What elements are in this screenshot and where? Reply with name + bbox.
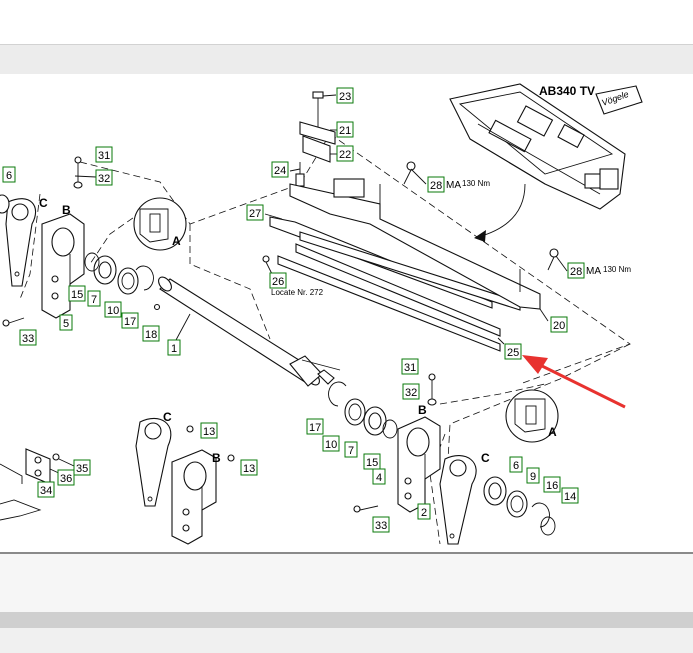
main-shaft (158, 276, 335, 387)
callout-7-left: 7 (91, 294, 97, 306)
callout-7-right: 7 (348, 445, 354, 457)
callout-28-upper: 28 (430, 180, 442, 192)
svg-text:B: B (212, 451, 221, 465)
dashed-guide-lines (19, 133, 631, 545)
callout-17-right: 17 (309, 422, 321, 434)
callout-6-right: 6 (513, 460, 519, 472)
bolt-28-lower (547, 248, 559, 271)
callout-36: 36 (60, 473, 72, 485)
callout-27: 27 (249, 208, 261, 220)
callout-31-left: 31 (98, 150, 110, 162)
far-right-bearing-group (483, 476, 556, 536)
callout-17-left: 17 (124, 316, 136, 328)
detail-a-top (133, 197, 187, 251)
svg-text:A: A (172, 234, 181, 248)
lower-left-arm (135, 417, 172, 507)
callout-numbers: 23 21 22 24 28 27 28 26 20 25 31 32 6 15… (6, 91, 582, 532)
detail-a-right (505, 389, 559, 443)
callout-15-right: 15 (366, 457, 378, 469)
svg-text:MA: MA (446, 180, 461, 191)
callout-1: 1 (171, 343, 177, 355)
callout-4: 4 (376, 472, 382, 484)
callout-33-left: 33 (22, 333, 34, 345)
svg-text:C: C (481, 451, 490, 465)
callout-6-left: 6 (6, 170, 12, 182)
callout-31-right: 31 (404, 362, 416, 374)
torque-annotation-lower: MA 130 Nm (586, 265, 631, 277)
diagram-viewer: AB340 TV Vögele (0, 74, 693, 554)
left-housing (41, 213, 85, 319)
bolt-33-left (2, 317, 25, 327)
callout-26: 26 (272, 276, 284, 288)
callout-22: 22 (339, 149, 351, 161)
left-bearing-group (84, 252, 161, 311)
callout-18: 18 (145, 329, 157, 341)
callout-5: 5 (63, 318, 69, 330)
detail-letters: C B A C B B A C (39, 196, 557, 465)
callout-35: 35 (76, 463, 88, 475)
callout-13-upper: 13 (203, 426, 215, 438)
callout-28-lower: 28 (570, 266, 582, 278)
left-edge-bearing (0, 194, 10, 214)
torque-annotation-upper: MA 130 Nm (446, 179, 490, 191)
exploded-parts-diagram: AB340 TV Vögele (0, 83, 643, 545)
right-housing (397, 416, 441, 513)
bolt-31-32-left (73, 156, 83, 189)
viewer-toolbar (0, 44, 693, 75)
wear-strips (269, 178, 541, 352)
callout-15-left: 15 (71, 289, 83, 301)
bolt-28-upper (403, 161, 416, 185)
window-top-area (0, 0, 693, 44)
callout-2: 2 (421, 507, 427, 519)
svg-text:C: C (163, 410, 172, 424)
left-arm (5, 198, 37, 287)
callout-34: 34 (40, 485, 52, 497)
locate-note: Locate Nr. 272 (271, 288, 324, 297)
window-bottom-area (0, 628, 693, 653)
model-label: AB340 TV (539, 84, 595, 98)
callout-9: 9 (530, 471, 536, 483)
callout-25: 25 (507, 347, 519, 359)
curved-arrow-head (474, 230, 486, 242)
grease-nipples-13 (186, 425, 235, 462)
svg-text:B: B (418, 403, 427, 417)
svg-text:C: C (39, 196, 48, 210)
callout-24: 24 (274, 165, 286, 177)
callout-33-right: 33 (375, 520, 387, 532)
callout-13-lower: 13 (243, 463, 255, 475)
callout-32-left: 32 (98, 173, 110, 185)
horizontal-scrollbar[interactable] (0, 612, 693, 628)
callout-10-right: 10 (325, 439, 337, 451)
callout-16: 16 (546, 480, 558, 492)
bolt-31-32-right (427, 373, 437, 406)
callout-14: 14 (564, 491, 576, 503)
svg-text:130 Nm: 130 Nm (603, 265, 631, 274)
bolt-26 (262, 255, 273, 275)
callout-23: 23 (339, 91, 351, 103)
curved-arrow (477, 183, 526, 238)
red-pointer-arrow (522, 355, 626, 409)
svg-text:B: B (62, 203, 71, 217)
svg-text:130 Nm: 130 Nm (462, 179, 490, 188)
callout-32-right: 32 (405, 387, 417, 399)
right-arm (439, 455, 477, 545)
callout-20: 20 (553, 320, 565, 332)
leader-lines (74, 94, 568, 371)
svg-text:A: A (548, 425, 557, 439)
callout-boxes (2, 87, 585, 533)
viewer-margin (0, 554, 693, 612)
machine-thumbnail (449, 83, 643, 210)
lower-middle-housing (171, 449, 217, 545)
right-bearing-group (328, 381, 398, 439)
callout-21: 21 (339, 125, 351, 137)
bolt-33-right (353, 505, 379, 513)
callout-10-left: 10 (107, 305, 119, 317)
svg-text:MA: MA (586, 266, 601, 277)
